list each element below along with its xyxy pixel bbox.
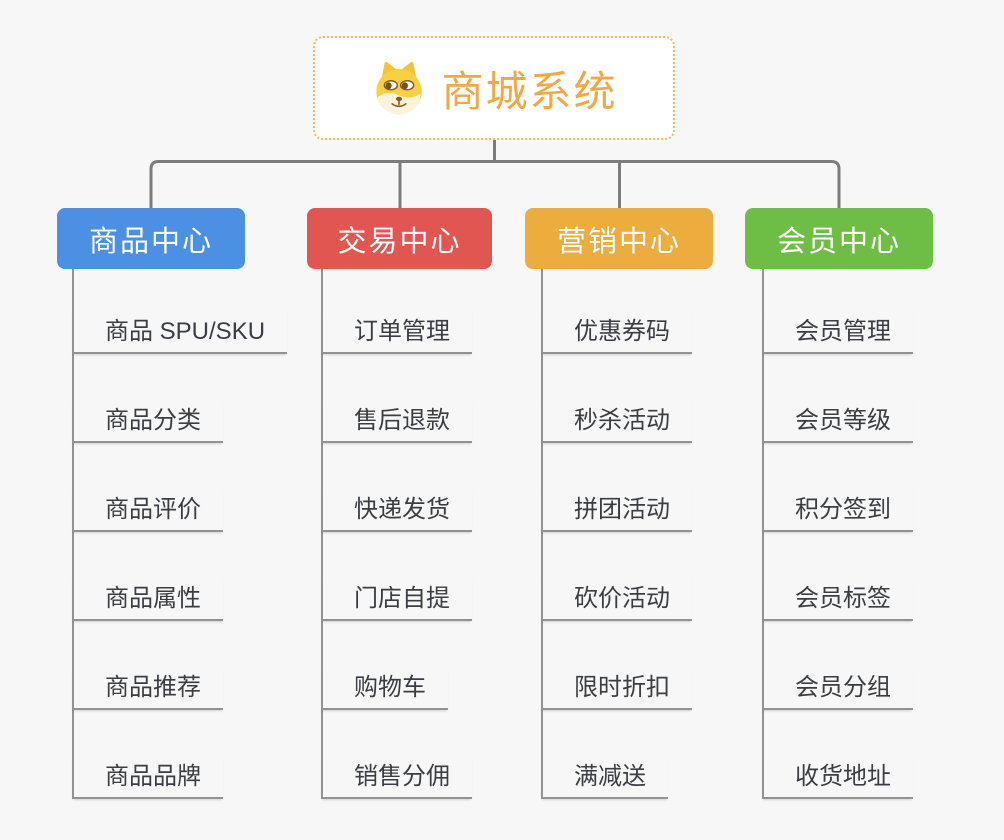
branch-label: 会员中心: [776, 225, 901, 258]
leaf-node: 满减送: [541, 710, 692, 799]
leaf-node: 拼团活动: [541, 443, 692, 532]
leaf-node: 商品分类: [72, 354, 287, 443]
leaf-node-label[interactable]: 商品属性: [72, 578, 223, 621]
leaf-node-label[interactable]: 秒杀活动: [541, 400, 692, 443]
leaf-node: 积分签到: [762, 443, 913, 532]
leaf-node-label[interactable]: 商品分类: [72, 400, 223, 443]
branch-node-marketing-center[interactable]: 营销中心: [525, 208, 713, 269]
leaf-node-label[interactable]: 商品 SPU/SKU: [72, 311, 288, 354]
leaf-node-label[interactable]: 商品推荐: [72, 667, 223, 710]
leaf-node-label[interactable]: 销售分佣: [321, 756, 472, 799]
leaf-node-label[interactable]: 会员等级: [762, 400, 913, 443]
leaf-node: 商品属性: [72, 532, 287, 621]
branch-label: 营销中心: [556, 225, 681, 258]
branch-children-marketing-center: 优惠券码 秒杀活动 拼团活动 砍价活动 限时折扣 满减送: [541, 269, 692, 799]
root-title: 商城系统: [441, 67, 618, 115]
leaf-node-label[interactable]: 售后退款: [321, 400, 472, 443]
branch-label: 商品中心: [88, 225, 213, 258]
doge-icon: [376, 61, 423, 115]
leaf-node-label[interactable]: 购物车: [321, 667, 448, 710]
leaf-node: 收货地址: [762, 710, 913, 799]
branch-children-member-center: 会员管理 会员等级 积分签到 会员标签 会员分组 收货地址: [762, 269, 913, 799]
branch-node-product-center[interactable]: 商品中心: [57, 208, 245, 269]
leaf-node: 商品 SPU/SKU: [72, 269, 288, 354]
leaf-node: 购物车: [321, 621, 472, 710]
leaf-node-label[interactable]: 砍价活动: [541, 578, 692, 621]
leaf-node-label[interactable]: 积分签到: [762, 489, 913, 532]
leaf-node-label[interactable]: 订单管理: [321, 311, 472, 354]
leaf-node: 会员标签: [762, 532, 913, 621]
branch-node-trade-center[interactable]: 交易中心: [307, 208, 492, 269]
branch-children-trade-center: 订单管理 售后退款 快递发货 门店自提 购物车 销售分佣: [321, 269, 472, 799]
leaf-node: 商品评价: [72, 443, 287, 532]
leaf-node-label[interactable]: 门店自提: [321, 578, 472, 621]
leaf-node-label[interactable]: 优惠券码: [541, 311, 692, 354]
leaf-node-label[interactable]: 拼团活动: [541, 489, 692, 532]
leaf-node-label[interactable]: 会员管理: [762, 311, 913, 354]
leaf-node: 优惠券码: [541, 269, 692, 354]
leaf-node: 售后退款: [321, 354, 472, 443]
leaf-node: 销售分佣: [321, 710, 472, 799]
leaf-node: 秒杀活动: [541, 354, 692, 443]
leaf-node: 门店自提: [321, 532, 472, 621]
leaf-node: 商品推荐: [72, 621, 287, 710]
leaf-node: 订单管理: [321, 269, 472, 354]
leaf-node: 限时折扣: [541, 621, 692, 710]
root-node-mall-system[interactable]: 商城系统: [313, 36, 675, 140]
leaf-node-label[interactable]: 满减送: [541, 756, 668, 799]
leaf-node: 砍价活动: [541, 532, 692, 621]
branch-node-member-center[interactable]: 会员中心: [745, 208, 933, 269]
leaf-node: 会员等级: [762, 354, 913, 443]
leaf-node: 会员分组: [762, 621, 913, 710]
leaf-node-label[interactable]: 会员分组: [762, 667, 913, 710]
leaf-node: 会员管理: [762, 269, 913, 354]
leaf-node: 商品品牌: [72, 710, 287, 799]
leaf-node-label[interactable]: 商品评价: [72, 489, 223, 532]
leaf-node-label[interactable]: 收货地址: [762, 756, 913, 799]
leaf-node-label[interactable]: 快递发货: [321, 489, 472, 532]
branch-children-product-center: 商品 SPU/SKU 商品分类 商品评价 商品属性 商品推荐 商品品牌: [72, 269, 288, 799]
leaf-node-label[interactable]: 限时折扣: [541, 667, 692, 710]
leaf-node: 快递发货: [321, 443, 472, 532]
leaf-node-label[interactable]: 会员标签: [762, 578, 913, 621]
leaf-node-label[interactable]: 商品品牌: [72, 756, 223, 799]
branch-label: 交易中心: [337, 225, 462, 258]
